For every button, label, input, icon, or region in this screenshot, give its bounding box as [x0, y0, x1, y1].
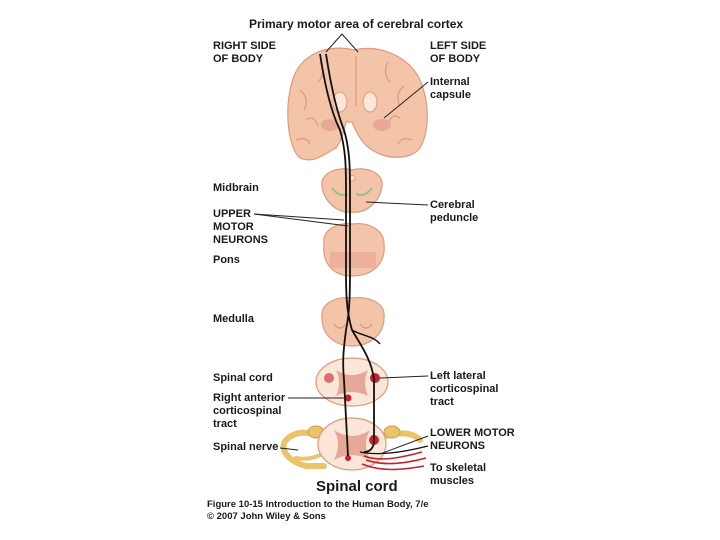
left-lateral-tract-upper — [370, 373, 380, 383]
label-right-side-of-body: RIGHT SIDE OF BODY — [213, 40, 276, 65]
spinal-cord-caption: Spinal cord — [316, 478, 398, 495]
left-internal-capsule — [321, 119, 339, 131]
cerebrum-outline — [287, 47, 428, 161]
leader-title-right — [341, 33, 359, 53]
label-medulla: Medulla — [213, 313, 254, 325]
label-pons: Pons — [213, 254, 240, 266]
figure-credit: Figure 10-15 Introduction to the Human B… — [207, 499, 429, 510]
motor-axons-outline — [359, 445, 429, 455]
decussation-line — [351, 329, 381, 345]
leader-cerebral-peduncle — [365, 201, 429, 206]
leader-upper-motor-2 — [253, 213, 349, 227]
pons-section — [323, 223, 385, 277]
leader-spinal-nerve — [279, 447, 299, 451]
medulla-section — [321, 297, 385, 347]
leader-lower-motor — [379, 435, 429, 455]
label-right-anterior-corticospinal-tract: Right anterior corticospinal tract — [213, 392, 286, 430]
dorsal-root-ganglion-right — [383, 425, 401, 439]
label-upper-motor-neurons: UPPER MOTOR NEURONS — [213, 208, 269, 246]
leader-upper-motor-1 — [253, 213, 345, 221]
right-ventricle — [362, 91, 378, 113]
right-lateral-tract-upper — [324, 373, 334, 383]
leader-internal-capsule — [383, 81, 429, 119]
label-to-skeletal-muscles: To skeletal muscles — [430, 462, 487, 487]
cerebrum-section — [287, 47, 428, 161]
upper-motor-neuron-axon-2 — [325, 53, 351, 457]
right-internal-capsule — [373, 119, 391, 131]
motor-axons-to-muscles — [361, 451, 427, 471]
diagram-title: Primary motor area of cerebral cortex — [249, 17, 464, 31]
label-midbrain: Midbrain — [213, 182, 259, 194]
midbrain-outline — [321, 168, 383, 213]
label-left-side-of-body: LEFT SIDE OF BODY — [430, 40, 487, 65]
pons-fibers — [330, 252, 376, 268]
pons-outline — [323, 223, 385, 277]
label-spinal-cord: Spinal cord — [213, 372, 273, 384]
leader-lines — [253, 33, 429, 455]
upper-motor-neuron-axon-1 — [319, 53, 375, 453]
label-cerebral-peduncle: Cerebral peduncle — [430, 199, 479, 224]
label-lower-motor-neurons: LOWER MOTOR NEURONS — [430, 427, 515, 452]
label-spinal-nerve: Spinal nerve — [213, 441, 279, 453]
spinal-cord-upper-section — [315, 357, 389, 407]
upper-motor-neuron-pathway — [319, 53, 381, 457]
right-anterior-tract-upper — [344, 394, 352, 402]
label-internal-capsule: Internal capsule — [430, 76, 471, 101]
right-anterior-tract-lower — [345, 455, 351, 461]
spinal-cord-lower-section — [280, 417, 429, 471]
medulla-olives — [333, 323, 373, 329]
leader-left-lateral — [379, 375, 429, 379]
copyright-notice: © 2007 John Wiley & Sons — [207, 511, 326, 522]
medulla-outline — [321, 297, 385, 347]
label-left-lateral-corticospinal-tract: Left lateral corticospinal tract — [430, 370, 499, 408]
leader-title-left — [325, 33, 343, 53]
midbrain-section — [321, 168, 383, 213]
